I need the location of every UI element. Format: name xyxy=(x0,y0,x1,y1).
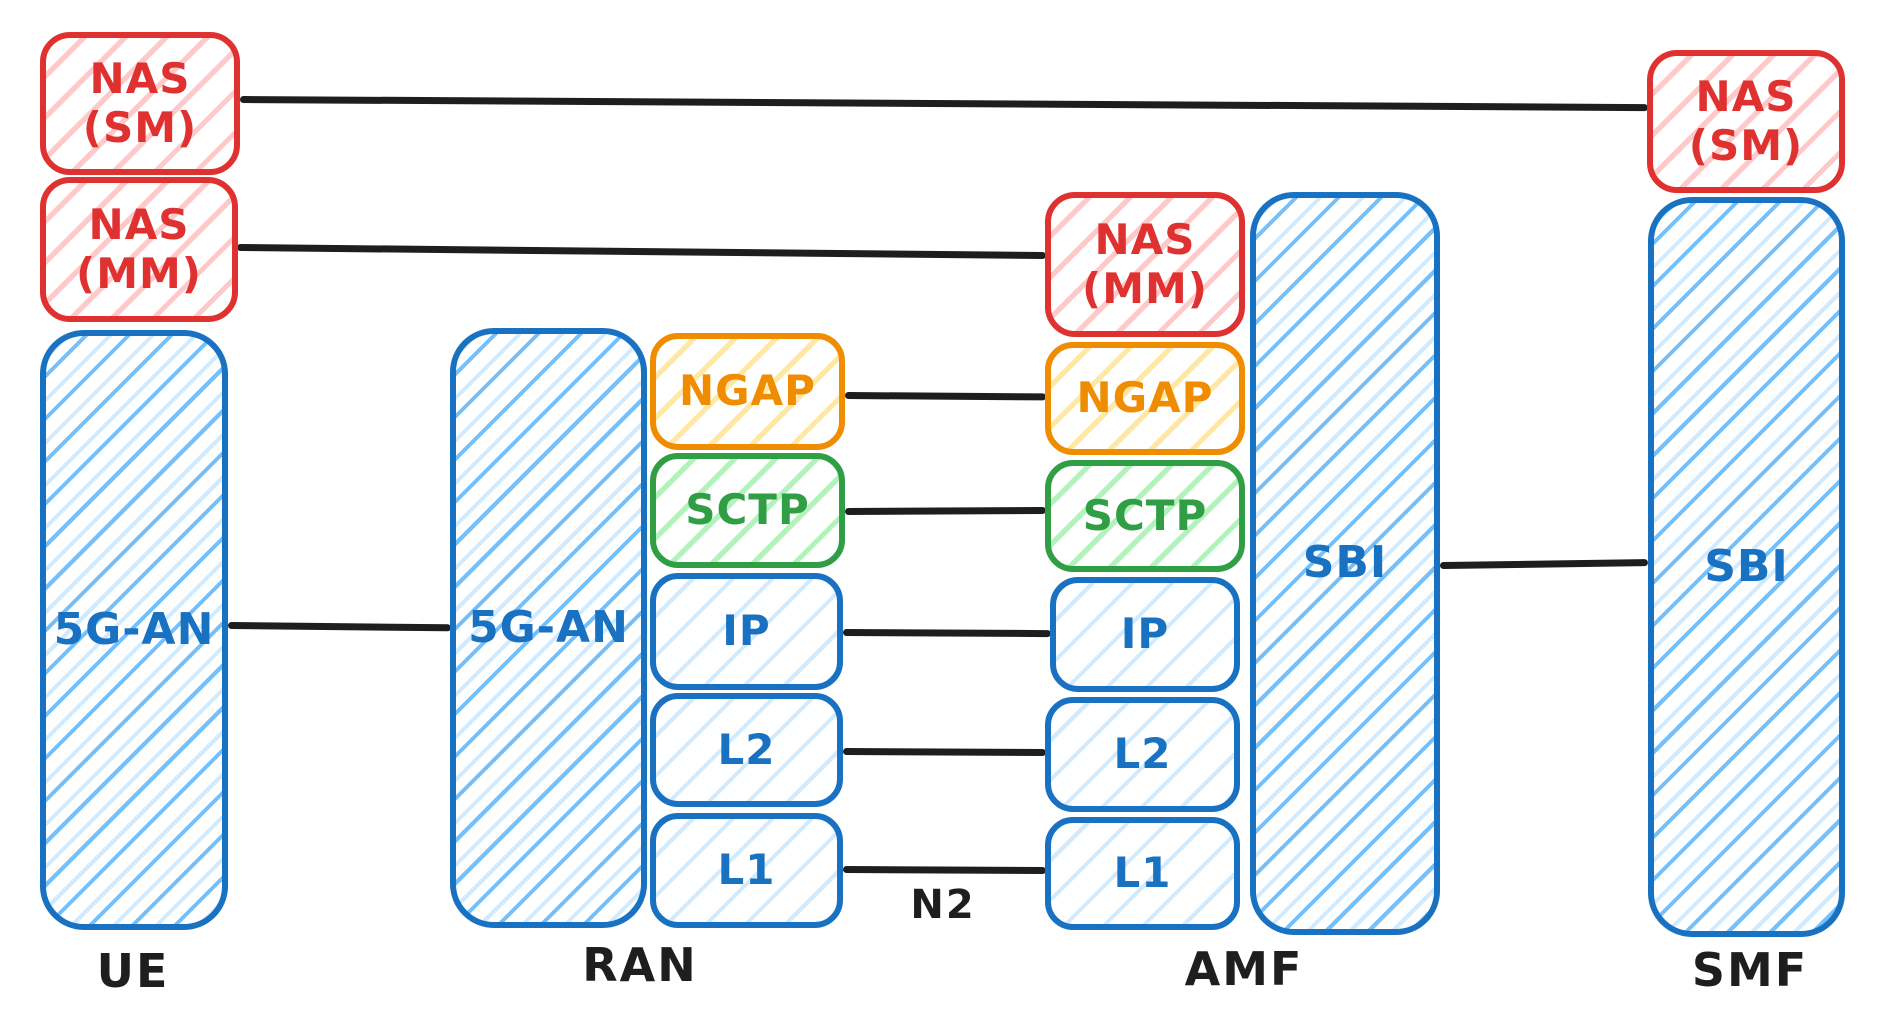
ue-entity-label: UE xyxy=(96,944,170,998)
ran-l2-label: L2 xyxy=(717,724,776,774)
ran-ip-label: IP xyxy=(722,606,771,656)
amf-ip-box: IP xyxy=(1050,577,1240,692)
amf-nas-mm-label: NAS (MM) xyxy=(1082,215,1208,313)
ip-connector xyxy=(842,629,1052,638)
amf-sctp-label: SCTP xyxy=(1082,490,1208,540)
amf-l1-label: L1 xyxy=(1113,848,1172,898)
ran-ngap-label: NGAP xyxy=(679,366,816,416)
amf-entity-label: AMF xyxy=(1184,942,1304,996)
amf-l1-box: L1 xyxy=(1045,817,1240,930)
ran-l2-box: L2 xyxy=(650,693,843,807)
ran-sctp-box: SCTP xyxy=(650,453,845,568)
ue-nas-sm-box: NAS (SM) xyxy=(40,32,240,175)
ue-nas-mm-box: NAS (MM) xyxy=(40,177,238,322)
nas-sm-connector xyxy=(239,96,1648,112)
amf-sbi-label: SBI xyxy=(1302,537,1388,589)
amf-ip-label: IP xyxy=(1120,609,1170,659)
ran-ngap-box: NGAP xyxy=(650,333,845,450)
nas-mm-connector xyxy=(236,244,1046,260)
l1-connector xyxy=(842,866,1047,875)
ngap-connector xyxy=(844,392,1047,401)
amf-ngap-label: NGAP xyxy=(1076,373,1214,423)
5g-an-connector xyxy=(227,622,452,632)
ran-entity-label: RAN xyxy=(582,938,698,992)
ran-5g-an-box: 5G-AN xyxy=(450,328,647,928)
amf-ngap-box: NGAP xyxy=(1045,342,1245,455)
smf-nas-sm-label: NAS (SM) xyxy=(1688,72,1804,170)
smf-sbi-label: SBI xyxy=(1704,540,1789,592)
ran-l1-label: L1 xyxy=(717,845,776,895)
ran-sctp-label: SCTP xyxy=(685,485,810,535)
ue-nas-sm-label: NAS (SM) xyxy=(82,54,198,152)
l2-connector xyxy=(842,748,1047,757)
ran-5g-an-label: 5G-AN xyxy=(468,601,629,653)
ran-ip-box: IP xyxy=(650,573,843,690)
amf-sctp-box: SCTP xyxy=(1045,460,1245,572)
amf-sbi-box: SBI xyxy=(1250,192,1440,935)
amf-nas-mm-box: NAS (MM) xyxy=(1045,192,1245,337)
sbi-connector xyxy=(1439,559,1649,569)
ran-l1-box: L1 xyxy=(650,813,843,928)
smf-nas-sm-box: NAS (SM) xyxy=(1647,50,1845,193)
ue-5g-an-label: 5G-AN xyxy=(53,603,215,655)
amf-l2-box: L2 xyxy=(1045,697,1240,812)
n2-interface-label: N2 xyxy=(910,882,976,928)
ue-nas-mm-label: NAS (MM) xyxy=(76,200,202,298)
smf-sbi-box: SBI xyxy=(1648,197,1845,937)
sctp-connector xyxy=(844,506,1047,515)
smf-entity-label: SMF xyxy=(1691,943,1809,997)
ue-5g-an-box: 5G-AN xyxy=(40,330,228,930)
amf-l2-label: L2 xyxy=(1113,729,1172,779)
